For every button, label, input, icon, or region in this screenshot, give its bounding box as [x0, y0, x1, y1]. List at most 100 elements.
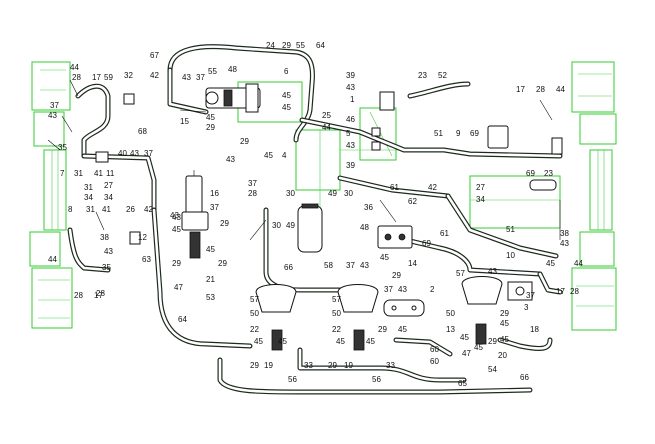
callout: 43 [182, 73, 191, 82]
callout: 25 [322, 111, 331, 120]
callout: 63 [142, 255, 151, 264]
callout: 66 [284, 263, 293, 272]
callout: 24 [266, 41, 275, 50]
callout: 51 [506, 225, 515, 234]
callout: 47 [462, 349, 471, 358]
callout: 40 [118, 149, 127, 158]
callout: 28 [96, 289, 105, 298]
callout: 11 [106, 169, 115, 178]
callout: 66 [520, 373, 529, 382]
callout: 43 [48, 111, 57, 120]
callout: 43 [360, 261, 369, 270]
callout: 45 [500, 335, 509, 344]
callout: 47 [174, 283, 183, 292]
callout: 3 [524, 303, 529, 312]
callout: 29 [282, 41, 291, 50]
callout: 50 [250, 309, 259, 318]
callout: 37 [248, 179, 257, 188]
callout: 45 [264, 151, 273, 160]
pipe-network [67, 44, 563, 395]
callout: 69 [470, 129, 479, 138]
callout: 45 [500, 319, 509, 328]
callout: 45 [254, 337, 263, 346]
callout: 9 [456, 129, 461, 138]
callout: 33 [304, 361, 313, 370]
callout: 59 [104, 73, 113, 82]
callout: 29 [392, 271, 401, 280]
callout: 44 [70, 63, 79, 72]
callout: 19 [264, 361, 273, 370]
callout: 43 [130, 149, 139, 158]
callout: 22 [250, 325, 259, 334]
callout: 52 [438, 71, 447, 80]
callout: 48 [228, 65, 237, 74]
callout: 55 [208, 67, 217, 76]
callout: 39 [346, 71, 355, 80]
callout: 16 [210, 189, 219, 198]
callout: 1 [350, 95, 355, 104]
callout: 55 [296, 41, 305, 50]
callout: 35 [58, 143, 67, 152]
callout: 30 [344, 189, 353, 198]
callout: 60 [430, 345, 439, 354]
callout: 29 [206, 123, 215, 132]
callout: 27 [476, 183, 485, 192]
callout: 28 [536, 85, 545, 94]
callout: 44 [574, 259, 583, 268]
chassis-frame-left [29, 61, 73, 329]
callout: 43 [104, 247, 113, 256]
callout: 20 [498, 351, 507, 360]
callout: 28 [248, 189, 257, 198]
callout: 44 [556, 85, 565, 94]
callout: 64 [178, 315, 187, 324]
callout: 22 [332, 325, 341, 334]
callout: 29 [218, 259, 227, 268]
callout: 42 [144, 205, 153, 214]
callout: 46 [346, 115, 355, 124]
callout: 23 [544, 169, 553, 178]
callout: 43 [488, 267, 497, 276]
callout: 7 [60, 169, 65, 178]
callout: 29 [250, 361, 259, 370]
callout: 4 [282, 151, 287, 160]
callout: 42 [150, 71, 159, 80]
callout: 45 [336, 337, 345, 346]
callout: 45 [206, 113, 215, 122]
callout: 17 [94, 291, 103, 300]
callout: 43 [346, 141, 355, 150]
callout: 45 [380, 253, 389, 262]
callout: 32 [124, 71, 133, 80]
callout: 41 [102, 205, 111, 214]
callout: 28 [74, 291, 83, 300]
callout-labels: 44 28 17 59 42 37 43 35 32 68 67 43 55 4… [48, 41, 583, 388]
callout: 31 [86, 205, 95, 214]
callout: 27 [104, 181, 113, 190]
callout: 50 [446, 309, 455, 318]
callout: 13 [446, 325, 455, 334]
callout: 29 [172, 259, 181, 268]
callout: 45 [460, 333, 469, 342]
callout: 45 [546, 259, 555, 268]
callout: 28 [570, 287, 579, 296]
callout: 51 [434, 129, 443, 138]
callout: 18 [530, 325, 539, 334]
callout: 29 [220, 219, 229, 228]
callout: 19 [344, 361, 353, 370]
callout: 34 [84, 193, 93, 202]
callout: 37 [210, 203, 219, 212]
callout: 37 [526, 291, 535, 300]
callout: 31 [74, 169, 83, 178]
callout: 57 [332, 295, 341, 304]
callout: 50 [332, 309, 341, 318]
callout: 54 [488, 365, 497, 374]
callout: 36 [364, 203, 373, 212]
callout: 2 [430, 285, 435, 294]
callout: 21 [206, 275, 215, 284]
components [95, 83, 563, 351]
callout: 37 [384, 285, 393, 294]
callout: 43 [560, 239, 569, 248]
callout: 38 [560, 229, 569, 238]
callout: 15 [180, 117, 189, 126]
callout: 56 [372, 375, 381, 384]
